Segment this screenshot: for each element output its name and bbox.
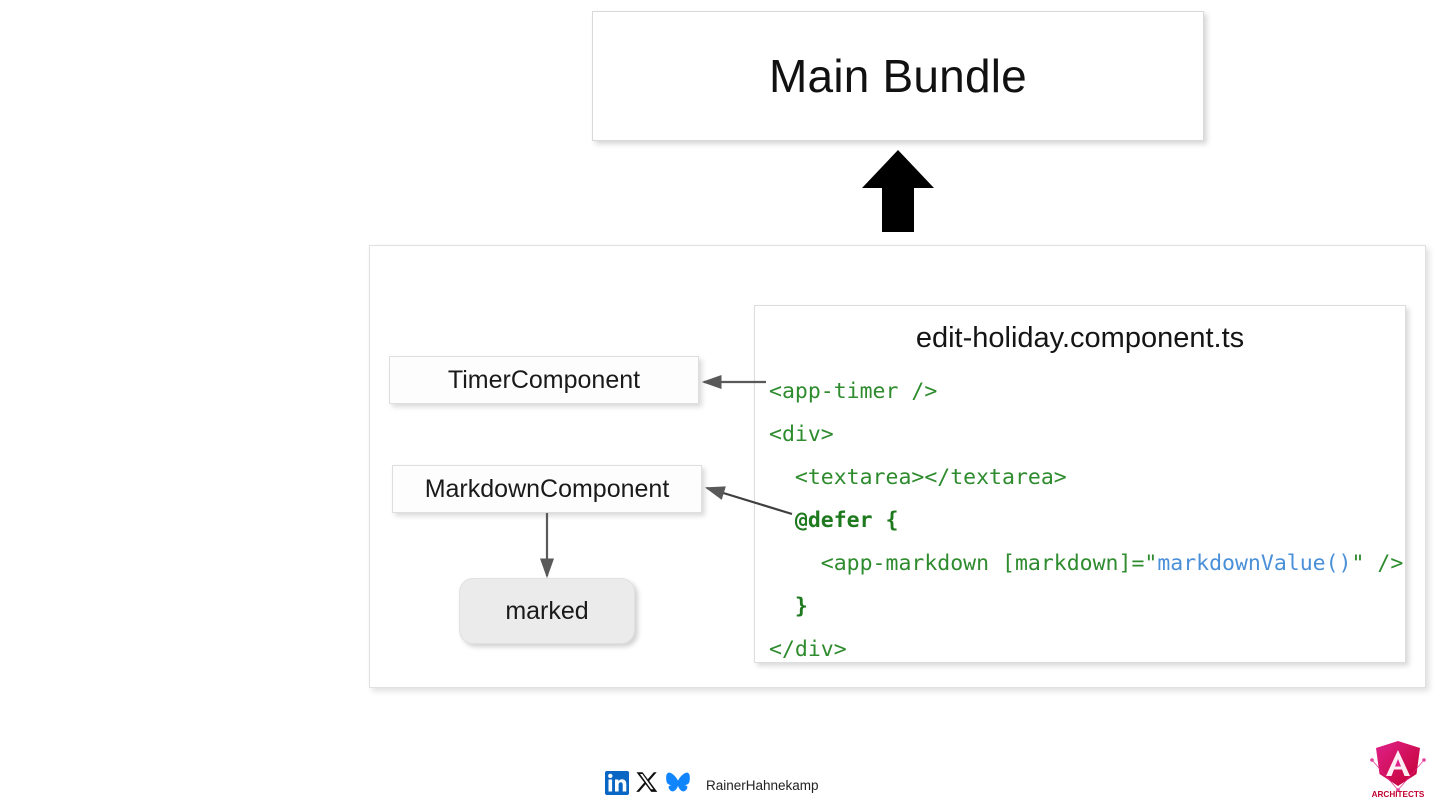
- code-panel-title: edit-holiday.component.ts: [915, 322, 1245, 354]
- code-panel: edit-holiday.component.ts <app-timer /> <…: [754, 305, 1406, 663]
- thick-up-arrow-icon: [862, 150, 934, 232]
- code-token-tag: " />: [1351, 551, 1404, 576]
- linkedin-icon[interactable]: [604, 770, 630, 801]
- code-token-tag: </div>: [769, 637, 847, 662]
- code-line-1: <div>: [769, 413, 1399, 456]
- code-token-tag: <div>: [769, 422, 834, 447]
- code-token-value: markdownValue(): [1157, 551, 1352, 576]
- code-line-6: </div>: [769, 628, 1399, 671]
- code-line-2: <textarea></textarea>: [769, 456, 1399, 499]
- angular-architects-logo: ARCHITECTS: [1368, 738, 1428, 800]
- markdown-component-box[interactable]: MarkdownComponent: [392, 465, 702, 513]
- code-token-tag: <app-timer />: [769, 379, 938, 404]
- code-line-0: <app-timer />: [769, 370, 1399, 413]
- footer-bar: RainerHahnekamp: [604, 770, 819, 801]
- timer-component-box[interactable]: TimerComponent: [389, 356, 699, 404]
- brand-logo-text: ARCHITECTS: [1372, 790, 1425, 799]
- footer-handle: RainerHahnekamp: [706, 778, 819, 793]
- code-line-4: <app-markdown [markdown]="markdownValue(…: [769, 542, 1404, 585]
- markdown-component-label: MarkdownComponent: [424, 474, 670, 503]
- code-token-keyword: @defer {: [794, 508, 899, 533]
- timer-component-label: TimerComponent: [447, 365, 641, 394]
- marked-label: marked: [505, 596, 589, 625]
- x-twitter-icon[interactable]: [635, 770, 659, 801]
- code-panel-lines: <app-timer /> <div> <textarea></textarea>…: [769, 370, 1404, 671]
- code-line-3: @defer {: [769, 499, 1399, 542]
- bluesky-icon[interactable]: [664, 770, 692, 801]
- code-token-keyword: }: [794, 594, 808, 619]
- main-bundle-label: Main Bundle: [769, 50, 1027, 102]
- code-line-5: }: [769, 585, 1399, 628]
- code-token-tag: <app-markdown [markdown]=": [820, 551, 1158, 576]
- main-bundle-box: Main Bundle: [592, 11, 1204, 141]
- marked-dependency-box[interactable]: marked: [459, 578, 635, 644]
- code-token-tag: <textarea></textarea>: [794, 465, 1067, 490]
